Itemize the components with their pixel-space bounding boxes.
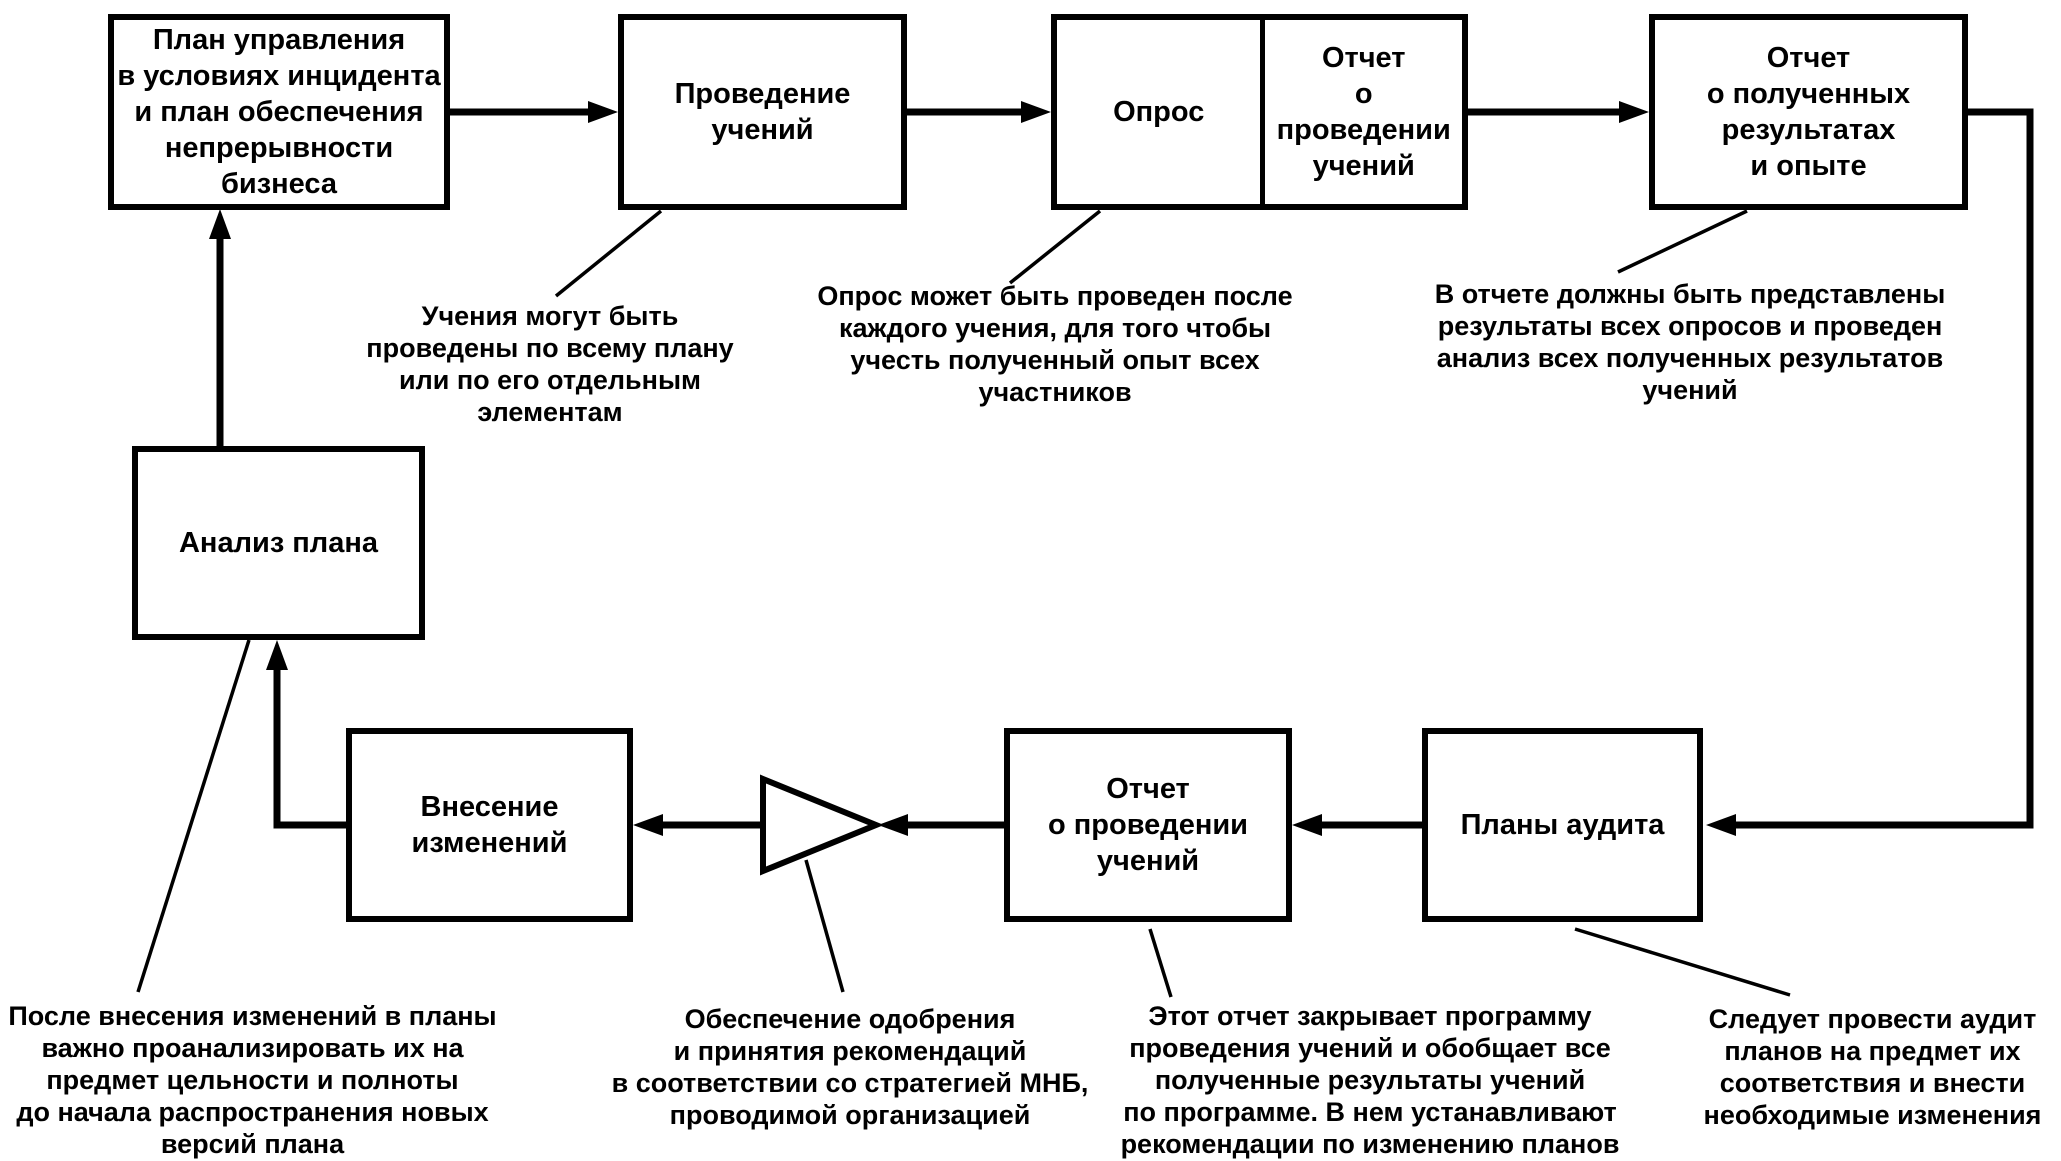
leader-line-audit-note [1574, 927, 1791, 997]
note-approval: Обеспечение одобрения и принятия рекомен… [611, 1004, 1089, 1130]
note-results: В отчете должны быть представлены резуль… [1434, 279, 1946, 405]
arrow-survey-to-results [1468, 101, 1649, 123]
box-conduct-exercises-label: Проведение учений [674, 78, 851, 146]
note-closing-report: Этот отчет закрывает программу проведени… [1120, 1001, 1620, 1159]
leader-line-approval-note [804, 859, 845, 993]
note-exercises: Учения могут быть проведены по всему пла… [366, 301, 734, 427]
arrow-plan-to-conduct [450, 101, 618, 123]
box-audit-plans: Планы аудита [1422, 728, 1703, 922]
box-survey: Опрос [1057, 20, 1260, 204]
box-incident-plan: План управления в условиях инцидента и п… [108, 14, 450, 210]
box-exercise-report-top: Отчет о проведении учений [1260, 20, 1462, 204]
note-analysis: После внесения изменений в планы важно п… [8, 1001, 497, 1159]
box-exercise-report-bottom: Отчет о проведении учений [1004, 728, 1292, 922]
arrow-report-to-approval [878, 814, 1004, 836]
leader-line-exercises-note [554, 209, 663, 298]
box-conduct-exercises: Проведение учений [618, 14, 907, 210]
arrow-audit-to-report [1292, 814, 1422, 836]
connector-changes-to-analysis [266, 640, 346, 829]
connector-results-to-audit [1706, 108, 2034, 836]
arrow-approval-to-changes [633, 814, 763, 836]
box-exercise-report-top-label: Отчет о проведении учений [1276, 42, 1451, 182]
box-results-report: Отчет о полученных результатах и опыте [1649, 14, 1968, 210]
box-results-report-label: Отчет о полученных результатах и опыте [1706, 42, 1911, 182]
leader-line-results-note [1617, 209, 1748, 274]
leader-line-analysis-note [136, 639, 251, 993]
box-plan-analysis: Анализ плана [132, 446, 425, 640]
approval-triangle-icon [760, 774, 884, 876]
box-make-changes-label: Внесение изменений [411, 791, 568, 859]
box-incident-plan-label: План управления в условиях инцидента и п… [117, 24, 441, 200]
box-survey-label: Опрос [1113, 96, 1205, 128]
leader-line-survey-note [1008, 209, 1102, 285]
box-audit-plans-label: Планы аудита [1460, 809, 1665, 841]
note-survey: Опрос может быть проведен после каждого … [817, 281, 1293, 407]
arrow-analysis-to-plan [209, 209, 231, 446]
box-survey-report-group: Опрос Отчет о проведении учений [1051, 14, 1468, 210]
box-make-changes: Внесение изменений [346, 728, 633, 922]
box-exercise-report-bottom-label: Отчет о проведении учений [1048, 773, 1248, 877]
arrow-conduct-to-survey [907, 101, 1051, 123]
leader-line-report-note [1148, 928, 1173, 998]
note-audit: Следует провести аудит планов на предмет… [1703, 1004, 2042, 1130]
box-plan-analysis-label: Анализ плана [178, 527, 379, 559]
